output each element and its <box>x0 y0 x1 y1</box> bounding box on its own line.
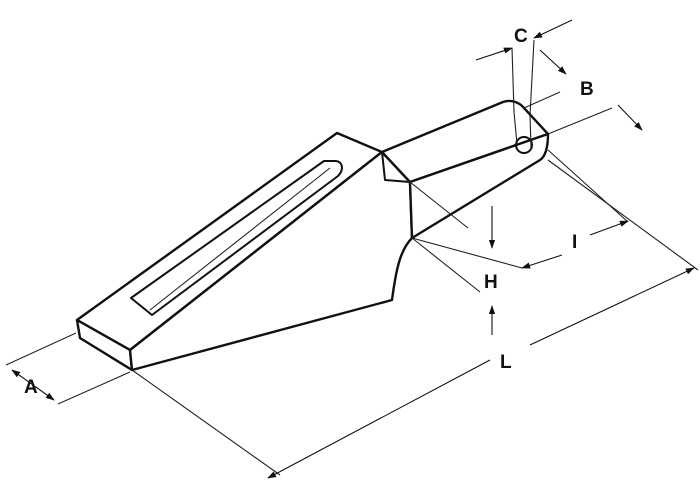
hole-depth-line-2 <box>529 114 532 148</box>
dim-l-arrow-2 <box>529 267 695 346</box>
dim-b-extension-2 <box>523 91 561 109</box>
label-h: H <box>484 272 498 293</box>
label-l: L <box>500 352 512 373</box>
shank-end-face <box>408 132 550 240</box>
dim-c-arrow-2 <box>533 19 573 39</box>
label-i: I <box>572 232 577 253</box>
label-c: C <box>514 26 528 47</box>
dim-i-extension-1 <box>411 237 523 269</box>
dim-b-arrow-2 <box>617 104 643 131</box>
dim-l-extension-1 <box>131 369 281 476</box>
dim-c-arrow-1 <box>475 47 513 61</box>
blade-slot <box>130 160 343 316</box>
tooth-body <box>75 99 550 372</box>
shank-ridge <box>381 151 411 183</box>
dim-b-extension <box>547 107 613 135</box>
dim-l-arrow-1 <box>267 359 491 479</box>
dim-a-extension-1 <box>5 332 77 366</box>
dim-h-extension-1 <box>409 181 469 229</box>
blade-slot-inner <box>149 167 331 311</box>
label-a: A <box>24 377 38 398</box>
dim-i-arrow-1 <box>521 254 563 269</box>
dim-c-extension-2 <box>529 39 535 116</box>
dim-i-arrow-2 <box>589 220 629 236</box>
dim-a-extension-2 <box>57 371 131 405</box>
pin-hole <box>515 136 533 154</box>
dim-i-extension-2 <box>547 149 629 223</box>
dim-a-arrow <box>11 369 55 401</box>
dim-l-extension-2 <box>547 159 699 271</box>
label-b: B <box>580 79 594 100</box>
dimension-lines <box>5 19 699 479</box>
dim-h-extension-2 <box>411 237 481 293</box>
dim-c-extension-1 <box>511 47 515 113</box>
hole-depth-line <box>513 111 518 145</box>
dim-b-arrow-1 <box>539 49 567 75</box>
dimension-labels: A B C H I L <box>24 26 594 398</box>
shank-top-face <box>380 99 550 184</box>
